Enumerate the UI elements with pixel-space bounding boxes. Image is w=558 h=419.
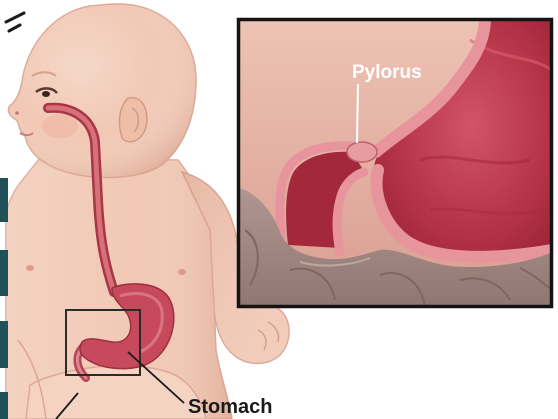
- pylorus-inset: Pylorus: [238, 18, 552, 308]
- pylorus-leader-line: [357, 84, 358, 143]
- edge-tab: [0, 250, 8, 296]
- infant-nostril: [15, 111, 19, 115]
- edge-tab: [0, 178, 8, 222]
- stomach-label: Stomach: [188, 396, 272, 418]
- infant-nipple-right: [178, 269, 186, 275]
- pylorus-label: Pylorus: [352, 62, 422, 83]
- edge-tab: [0, 321, 8, 368]
- infant-ear: [120, 98, 147, 142]
- edge-tab: [0, 392, 8, 419]
- pylorus: [347, 142, 377, 162]
- infant-eye: [42, 91, 50, 97]
- infant-cheek: [42, 114, 78, 138]
- infant-nipple-left: [26, 265, 34, 271]
